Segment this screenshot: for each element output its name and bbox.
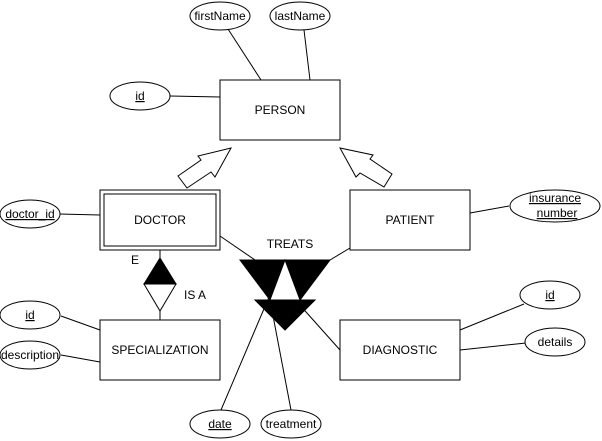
attr-insurance-number: insurance number: [509, 189, 601, 223]
entity-person-label: PERSON: [255, 103, 306, 117]
inheritance-arrow-doctor-icon: [177, 147, 232, 189]
attr-insurance-line1: insurance: [529, 191, 581, 205]
entity-specialization-label: SPECIALIZATION: [111, 343, 208, 357]
entity-patient: PATIENT: [349, 189, 471, 251]
attr-first-name: firstName: [189, 1, 251, 31]
attr-details-label: details: [538, 335, 573, 349]
attr-person-id-label: id: [135, 89, 144, 103]
attr-insurance-line2: number: [537, 206, 578, 220]
treats-center-triangle: [269, 258, 301, 301]
entity-doctor: DOCTOR: [99, 189, 221, 251]
attr-diag-id-label: id: [545, 288, 554, 302]
line-doctorid-doctor: [58, 213, 101, 216]
attr-details: details: [524, 327, 586, 357]
line-patient-treats: [329, 247, 351, 261]
line-treats-date: [220, 296, 270, 411]
attr-treatment-label: treatment: [266, 417, 317, 431]
attr-date-label: date: [208, 417, 232, 431]
entity-doctor-label: DOCTOR: [134, 213, 186, 227]
connector-lines: [58, 28, 527, 411]
attr-date: date: [189, 409, 251, 439]
line-doctor-treats: [219, 235, 256, 261]
relationship-is-a: IS A E: [131, 253, 206, 312]
attr-spec-id: id: [0, 300, 61, 330]
line-lastname-person: [303, 29, 311, 81]
attr-treatment: treatment: [260, 409, 322, 439]
inheritance-arrow-patient-icon: [339, 147, 393, 188]
line-specid-specialization: [60, 315, 101, 331]
attr-last-name: lastName: [269, 1, 331, 31]
entity-diagnostic: DIAGNOSTIC: [339, 319, 461, 381]
attr-person-id: id: [109, 81, 171, 111]
treats-bottom-triangle: [253, 299, 317, 331]
attr-doctor-id: doctor_id: [0, 199, 61, 229]
relationship-treats: TREATS: [239, 237, 331, 331]
attr-spec-id-label: id: [25, 308, 34, 322]
isa-top-half: [143, 257, 177, 285]
line-insurance-patient: [469, 205, 510, 214]
line-description-specialization: [60, 354, 101, 363]
attr-description: description: [0, 340, 61, 370]
entity-specialization: SPECIALIZATION: [99, 319, 221, 381]
isa-label: IS A: [184, 288, 206, 302]
attr-doctor-id-label: doctor_id: [5, 207, 54, 221]
attr-first-name-label: firstName: [194, 9, 246, 23]
line-personid-person: [169, 95, 221, 98]
attr-last-name-label: lastName: [275, 9, 326, 23]
existence-marker-e: E: [131, 253, 139, 267]
treats-label: TREATS: [267, 237, 313, 251]
attr-description-label: description: [1, 348, 59, 362]
line-treats-diagnostic: [297, 302, 341, 351]
line-firstname-person: [227, 28, 262, 81]
line-details-diagnostic: [459, 342, 527, 351]
isa-bottom-half: [143, 283, 177, 312]
entity-person: PERSON: [219, 79, 341, 141]
attr-diag-id: id: [519, 280, 581, 310]
line-diagid-diagnostic: [459, 303, 525, 331]
entity-diagnostic-label: DIAGNOSTIC: [363, 343, 438, 357]
entity-patient-label: PATIENT: [386, 213, 436, 227]
